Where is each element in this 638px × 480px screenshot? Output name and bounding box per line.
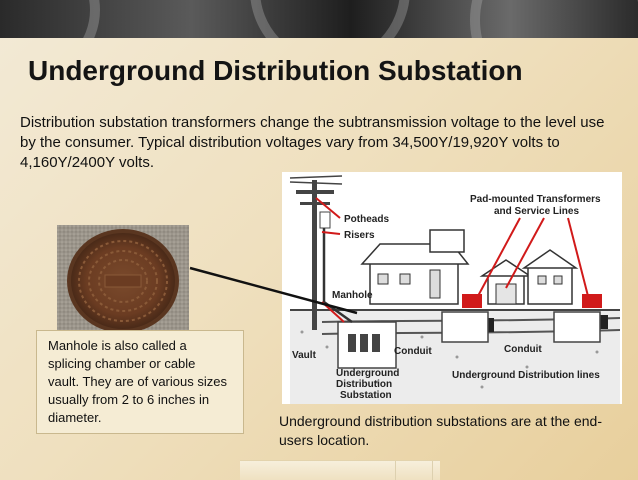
manhole-note: Manhole is also called a splicing chambe… — [48, 338, 227, 425]
manhole-photo — [57, 225, 189, 337]
manhole-callout-box — [36, 330, 244, 434]
label-manhole: Manhole — [332, 290, 373, 301]
label-potheads: Potheads — [344, 214, 389, 225]
label-risers: Risers — [344, 230, 375, 241]
label-ug-substation-1: Underground — [336, 368, 399, 379]
label-vault: Vault — [292, 350, 317, 361]
label-conduit-2: Conduit — [504, 344, 542, 355]
label-ug-substation-2: Distribution — [336, 379, 392, 390]
slide-title: Underground Distribution Substation — [28, 55, 523, 86]
footer-band — [240, 460, 440, 480]
label-ug-substation-3: Substation — [340, 390, 392, 401]
label-ug-lines: Underground Distribution lines — [452, 370, 600, 381]
label-pad-mounted: Pad-mounted Transformers — [470, 194, 601, 205]
label-conduit-1: Conduit — [394, 346, 432, 357]
header-decoration — [0, 0, 638, 38]
label-service-lines: and Service Lines — [494, 206, 579, 217]
intro-paragraph: Distribution substation transformers cha… — [20, 114, 605, 171]
distribution-diagram: Potheads Risers Pad-mounted Transformers… — [282, 172, 622, 404]
diagram-caption: Underground distribution substations are… — [279, 413, 602, 448]
